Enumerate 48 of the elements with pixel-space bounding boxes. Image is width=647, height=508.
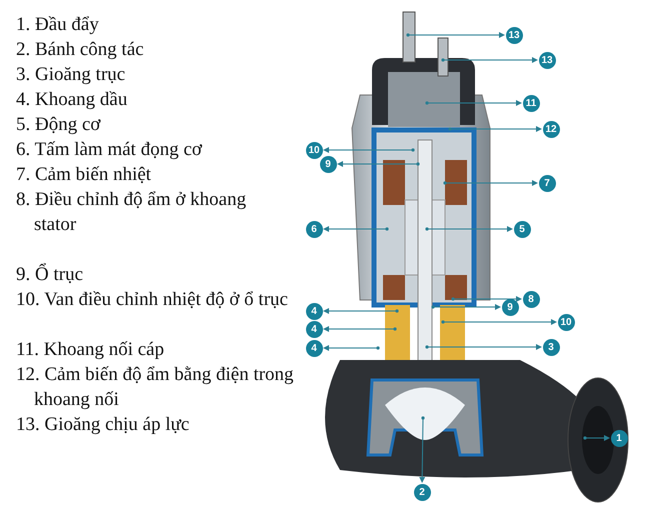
leader-line bbox=[443, 180, 538, 186]
legend-item-text: 13. Gioăng chịu áp lực bbox=[16, 413, 190, 437]
callout-number: 8 bbox=[522, 290, 540, 308]
legend-item-text: 1. Đầu đẩy bbox=[16, 13, 99, 37]
callout-number: 10 bbox=[306, 142, 322, 158]
leader-line bbox=[323, 345, 380, 351]
callout-number: 9 bbox=[320, 156, 336, 172]
leader-line bbox=[431, 304, 501, 310]
leader-line bbox=[425, 100, 522, 106]
leader-line bbox=[441, 319, 557, 325]
legend-item-text: 8. Điều chỉnh độ ẩm ở khoang stator bbox=[16, 188, 248, 237]
leader-line bbox=[323, 326, 397, 332]
callout-number: 4 bbox=[306, 320, 322, 338]
legend-item-text: 9. Ổ trục bbox=[16, 262, 84, 287]
legend-item-text: 5. Động cơ bbox=[16, 113, 100, 137]
legend-item-text: 10. Van điều chỉnh nhiệt độ ở ổ trục bbox=[16, 288, 289, 312]
callout-number: 4 bbox=[306, 302, 322, 320]
callout-number: 10 bbox=[558, 314, 574, 330]
leader-line bbox=[419, 416, 426, 483]
callout-number: 3 bbox=[542, 338, 560, 356]
callout-number: 5 bbox=[514, 220, 530, 238]
legend-item-text: 3. Gioăng trục bbox=[16, 63, 126, 87]
callout-number: 2 bbox=[414, 484, 430, 500]
leader-line bbox=[583, 435, 610, 441]
callout-number: 6 bbox=[306, 220, 322, 238]
leader-line bbox=[323, 308, 399, 314]
callout-number: 7 bbox=[538, 174, 556, 192]
legend-item-text: 11. Khoang nối cáp bbox=[16, 338, 164, 362]
callout-number: 13 bbox=[506, 26, 522, 44]
leader-line bbox=[441, 57, 538, 63]
leader-line bbox=[425, 344, 542, 350]
callout-number: 12 bbox=[542, 120, 560, 138]
callout-number: 13 bbox=[538, 52, 556, 68]
leader-line bbox=[323, 147, 415, 153]
legend-item-text: 2. Bánh công tác bbox=[16, 38, 144, 62]
leader-line bbox=[337, 161, 420, 167]
leader-line bbox=[425, 226, 513, 232]
legend-item-text: 12. Cảm biến độ ẩm bằng điện trong khoang nối bbox=[16, 363, 295, 412]
leader-line bbox=[448, 126, 542, 132]
leader-line bbox=[323, 226, 389, 232]
legend-item-text: 7. Cảm biến nhiệt bbox=[16, 163, 152, 187]
callout-number: 4 bbox=[306, 340, 322, 356]
leader-line bbox=[451, 296, 522, 302]
callout-number: 11 bbox=[522, 94, 540, 112]
legend-item-text: 4. Khoang dầu bbox=[16, 88, 128, 112]
legend-item-text: 6. Tấm làm mát đọng cơ bbox=[16, 138, 202, 162]
leader-line bbox=[406, 32, 505, 38]
callout-number: 9 bbox=[502, 298, 518, 316]
